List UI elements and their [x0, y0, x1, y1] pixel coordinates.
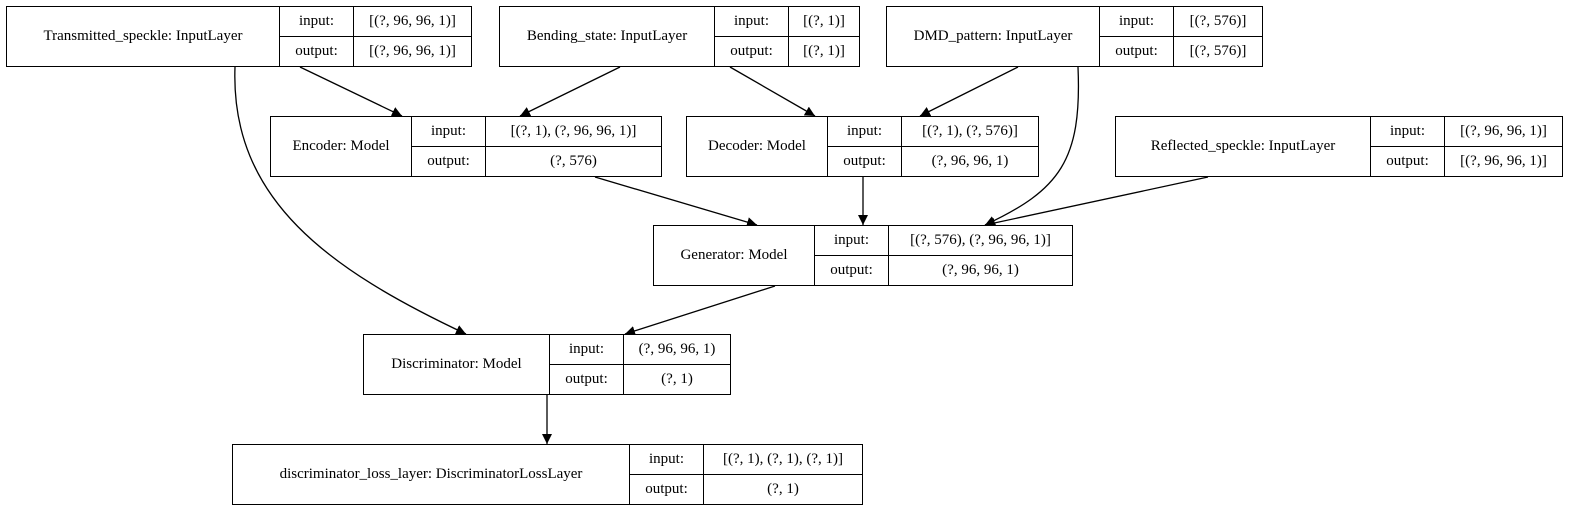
edge-encoder-to-generator	[594, 176, 758, 227]
output-label: output:	[280, 36, 354, 66]
node-reflected-speckle: Reflected_speckle: InputLayer input: [(?…	[1115, 116, 1563, 177]
output-shape: (?, 96, 96, 1)	[942, 261, 1019, 278]
input-shape: [(?, 1), (?, 96, 96, 1)]	[486, 117, 661, 147]
edge-transmitted-to-encoder	[299, 66, 403, 117]
output-label: output:	[815, 255, 889, 285]
node-name: Decoder: Model	[687, 117, 828, 176]
input-shape: (?, 96, 96, 1)	[624, 335, 730, 365]
node-name: Reflected_speckle: InputLayer	[1116, 117, 1371, 176]
node-name: discriminator_loss_layer: DiscriminatorL…	[233, 445, 630, 504]
input-label: input:	[280, 7, 354, 37]
node-name: Encoder: Model	[271, 117, 412, 176]
node-encoder: Encoder: Model input: [(?, 1), (?, 96, 9…	[270, 116, 662, 177]
input-shape: [(?, 1), (?, 1), (?, 1)]	[704, 445, 862, 475]
edge-bending-to-encoder	[519, 66, 621, 117]
node-discriminator-loss-layer: discriminator_loss_layer: DiscriminatorL…	[232, 444, 863, 505]
node-name: Transmitted_speckle: InputLayer	[7, 7, 280, 66]
input-label: input:	[412, 117, 486, 147]
input-label: input:	[828, 117, 902, 147]
input-shape: [(?, 96, 96, 1)]	[354, 7, 471, 37]
input-shape: [(?, 576), (?, 96, 96, 1)]	[889, 226, 1072, 256]
output-label: output:	[1371, 146, 1445, 176]
output-label: output:	[715, 36, 789, 66]
output-shape: (?, 96, 96, 1)	[931, 152, 1009, 169]
output-shape: (?, 576)	[550, 152, 597, 169]
edge-dmd-to-generator	[984, 66, 1080, 226]
node-bending-state: Bending_state: InputLayer input: [(?, 1)…	[499, 6, 860, 67]
node-name: Generator: Model	[654, 226, 815, 285]
input-label: input:	[550, 335, 624, 365]
output-shape: (?, 1)	[661, 370, 693, 387]
input-shape: [(?, 576)]	[1174, 7, 1262, 37]
edge-bending-to-decoder	[729, 66, 816, 117]
node-generator: Generator: Model input: [(?, 576), (?, 9…	[653, 225, 1073, 286]
output-shape: [(?, 96, 96, 1)]	[369, 42, 456, 59]
output-label: output:	[550, 364, 624, 394]
output-shape: (?, 1)	[767, 480, 799, 497]
node-dmd-pattern: DMD_pattern: InputLayer input: [(?, 576)…	[886, 6, 1263, 67]
output-shape: [(?, 1)]	[803, 42, 845, 59]
input-shape: [(?, 96, 96, 1)]	[1445, 117, 1562, 147]
input-label: input:	[1100, 7, 1174, 37]
input-shape: [(?, 1), (?, 576)]	[902, 117, 1038, 147]
edge-dmd-to-decoder	[919, 66, 1019, 117]
edge-reflected-to-generator	[984, 176, 1209, 228]
input-label: input:	[630, 445, 704, 475]
input-label: input:	[1371, 117, 1445, 147]
input-label: input:	[715, 7, 789, 37]
output-shape: [(?, 576)]	[1189, 42, 1247, 59]
output-label: output:	[630, 474, 704, 504]
output-label: output:	[412, 146, 486, 176]
edge-generator-to-discriminator	[624, 285, 776, 336]
node-transmitted-speckle: Transmitted_speckle: InputLayer input: […	[6, 6, 472, 67]
input-shape: [(?, 1)]	[789, 7, 859, 37]
output-label: output:	[1100, 36, 1174, 66]
node-name: DMD_pattern: InputLayer	[887, 7, 1100, 66]
node-decoder: Decoder: Model input: [(?, 1), (?, 576)]…	[686, 116, 1039, 177]
node-name: Discriminator: Model	[364, 335, 550, 394]
node-discriminator: Discriminator: Model input: (?, 96, 96, …	[363, 334, 731, 395]
edge-transmitted-to-discriminator	[234, 66, 467, 335]
input-label: input:	[815, 226, 889, 256]
output-label: output:	[828, 146, 902, 176]
output-shape: [(?, 96, 96, 1)]	[1460, 152, 1547, 169]
node-name: Bending_state: InputLayer	[500, 7, 715, 66]
